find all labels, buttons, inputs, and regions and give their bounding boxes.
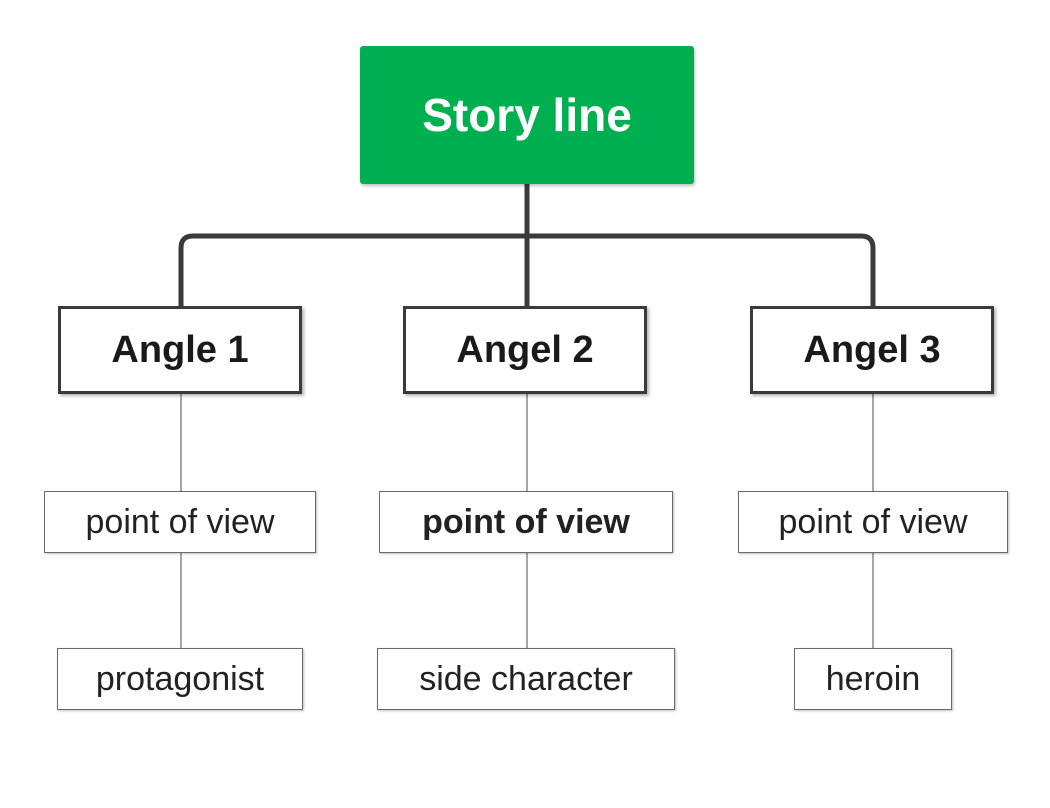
angle-node-1: Angle 1 xyxy=(58,306,302,394)
angle-node-label: Angel 2 xyxy=(456,328,594,371)
angle-node-3: Angel 3 xyxy=(750,306,994,394)
point-of-view-node-1: point of view xyxy=(44,491,316,553)
character-label: protagonist xyxy=(95,659,265,698)
point-of-view-node-2: point of view xyxy=(379,491,673,553)
character-node-2: side character xyxy=(377,648,675,710)
connector-branch-right xyxy=(527,233,876,306)
angle-node-label: Angle 1 xyxy=(111,328,249,371)
root-node: Story line xyxy=(360,46,694,184)
point-of-view-node-3: point of view xyxy=(738,491,1008,553)
root-node-label: Story line xyxy=(422,89,632,141)
character-node-1: protagonist xyxy=(57,648,303,710)
point-of-view-label: point of view xyxy=(422,502,630,541)
character-label: side character xyxy=(419,659,633,698)
character-node-3: heroin xyxy=(794,648,952,710)
character-label: heroin xyxy=(825,659,921,698)
point-of-view-label: point of view xyxy=(85,502,275,541)
angle-node-2: Angel 2 xyxy=(403,306,647,394)
angle-node-label: Angel 3 xyxy=(803,328,941,371)
connector-branch-left xyxy=(178,233,527,306)
point-of-view-label: point of view xyxy=(778,502,968,541)
